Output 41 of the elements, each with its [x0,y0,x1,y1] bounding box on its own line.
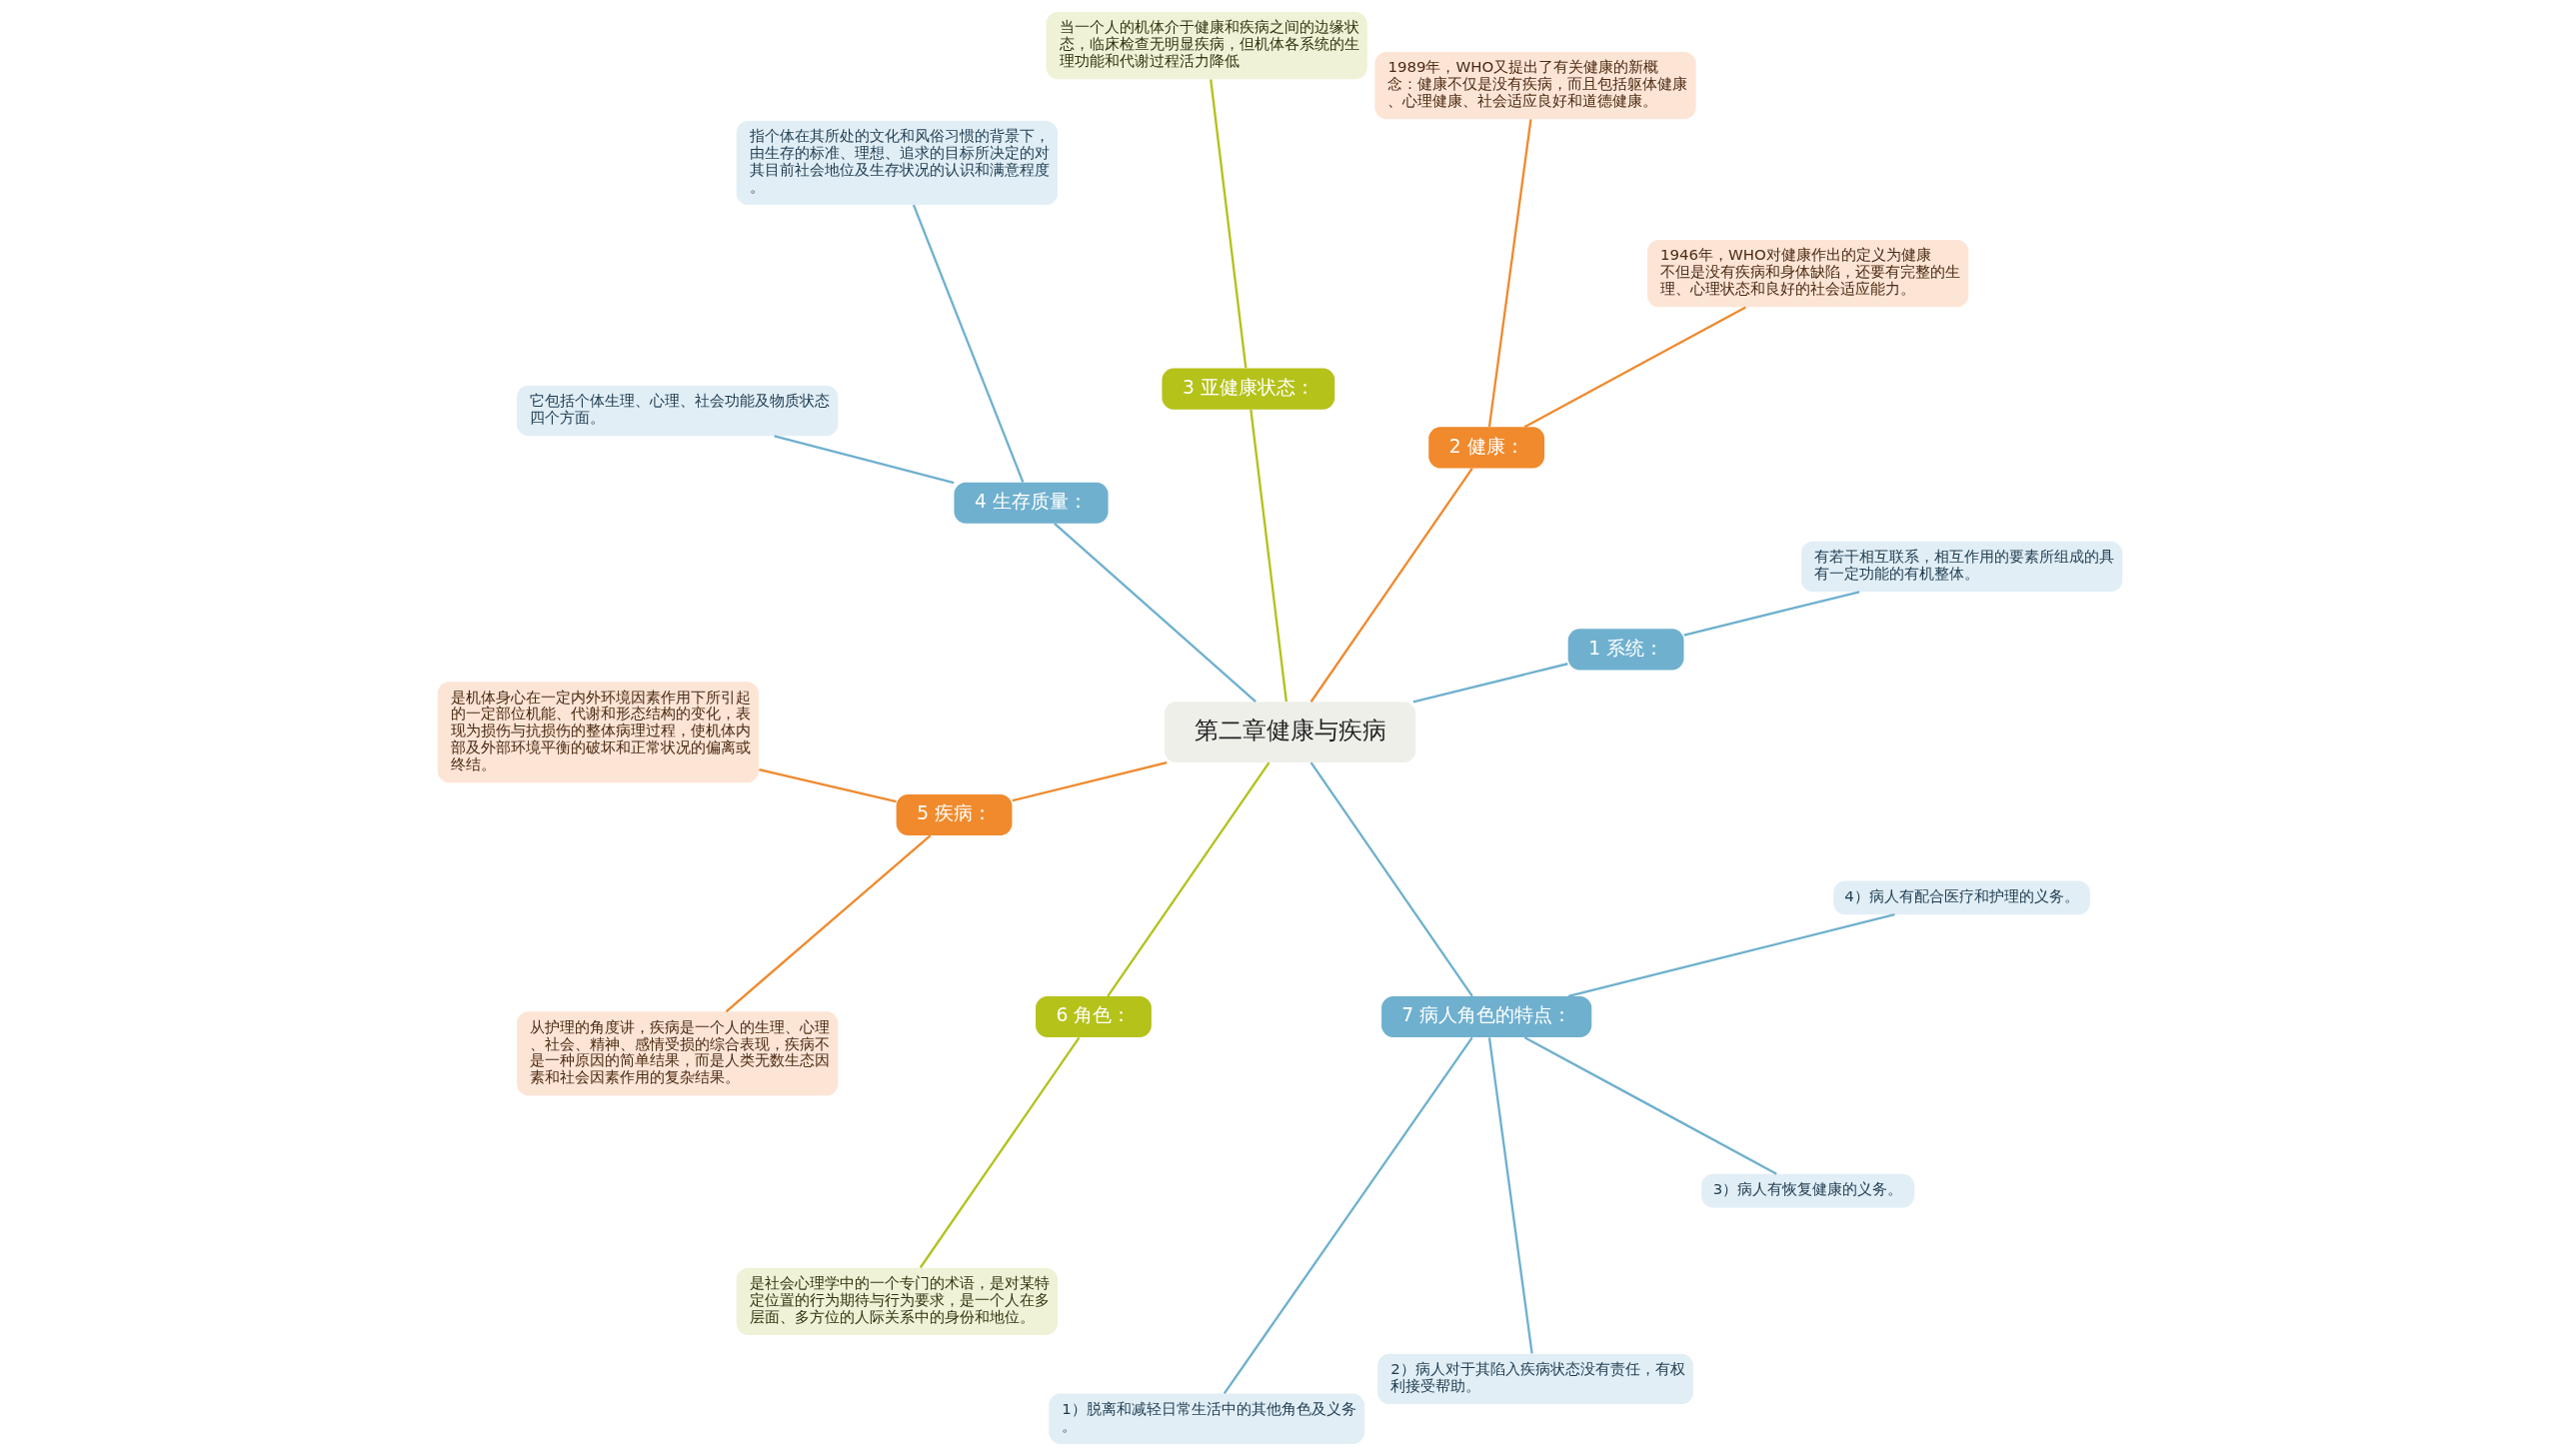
node-box: 7 病人角色的特点： [1380,995,1591,1038]
connector [1309,761,1473,997]
node-box: 6 角色： [1035,995,1152,1038]
node-box: 第二章健康与疾病 [1164,702,1415,763]
node-box: 当一个人的机体介于健康和疾病之间的边缘状态，临床检查无明显疾病，但机体各系统的生理功能和代谢过程活力降低 [1045,12,1367,80]
node-box: 是机体身心在一定内外环境因素作用下所引起的一定部位机能、代谢和形态结构的变化，表现为损伤与抗损伤的整体病理过程，使机体内部及外部环境平衡的破坏和正常状况的偏离或终结。 [437,682,759,783]
connector [1523,306,1746,429]
node-box: 1989年，WHO又提出了有关健康的新概念：健康不仅是没有疾病，而且包括躯体健康、心理健康、社会适应良好和道德健康。 [1373,51,1696,120]
node-box: 1 系统： [1567,629,1683,671]
node-box: 3 亚健康状态： [1161,368,1334,410]
connector [1223,1036,1473,1394]
connector [1012,760,1168,802]
connector [1309,467,1473,703]
node-box: 3）病人有恢复健康的义务。 [1700,1173,1914,1208]
connector [1682,591,1859,637]
node-box: 指个体在其所处的文化和风俗习惯的背景下，由生存的标准、理想、追求的目标所决定的对其目前社会地位及生存状况的认识和满意程度。 [736,121,1058,206]
connector [1249,409,1287,703]
node-box: 2）病人对于其陷入疾病状态没有责任，有权利接受帮助。 [1376,1353,1693,1405]
connector [919,1036,1080,1269]
connector [773,435,955,485]
connector [1412,663,1568,704]
connector [758,768,897,803]
connector [1106,761,1270,997]
connector [1209,79,1247,369]
connector [1523,1036,1777,1175]
connector [725,834,931,1013]
node-box: 4 生存质量： [953,482,1109,524]
node-box: 2 健康： [1427,427,1544,469]
node-box: 1）脱离和减轻日常生活中的其他角色及义务。 [1048,1393,1364,1444]
connector [1053,523,1257,704]
connector [1487,1037,1533,1354]
node-box: 从护理的角度讲，疾病是一个人的生理、心理、社会、精神、感情受损的综合表现，疾病不是一种原因的简单结果，而是人类无数生态因素和社会因素作用的复杂结果。 [516,1011,838,1096]
node-box: 4）病人有配合医疗和护理的义务。 [1832,880,2090,915]
connector [1487,119,1532,428]
node-box: 它包括个体生理、心理、社会功能及物质状态四个方面。 [516,385,838,437]
node-box: 是社会心理学中的一个专门的术语，是对某特定位置的行为期待与行为要求，是一个人在多层面、多方位的人际关系中的身份和地位。 [736,1267,1058,1335]
connector [1567,913,1895,998]
node-box: 5 疾病： [896,793,1012,836]
node-box: 有若干相互联系，相互作用的要素所组成的具有一定功能的有机整体。 [1800,541,2122,593]
node-box: 1946年，WHO对健康作出的定义为健康不但是没有疾病和身体缺陷，还要有完整的生理、心理状态和良好的社会适应能力。 [1646,240,1968,308]
connector [912,204,1024,483]
